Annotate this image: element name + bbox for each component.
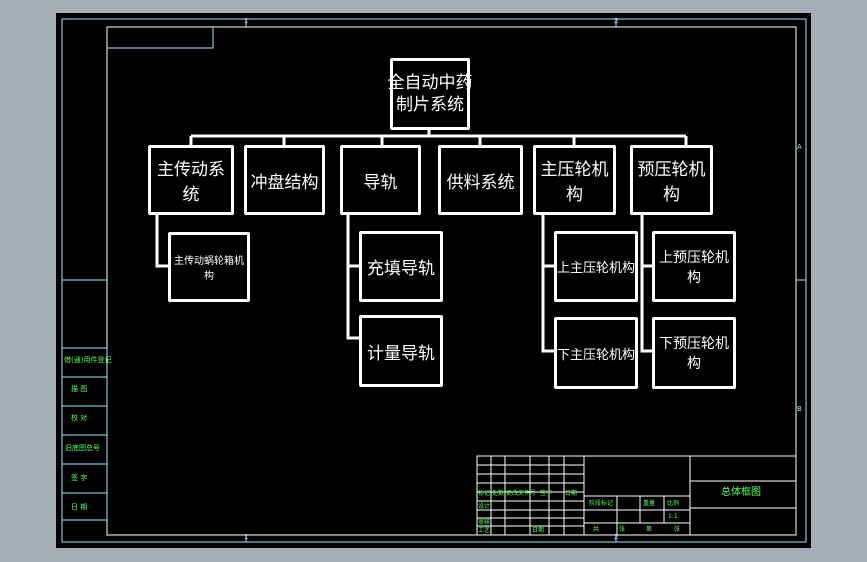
- rev-header-mark: 标记: [478, 490, 491, 497]
- frame-lines: [61, 18, 807, 543]
- node-upper-main-press: 上主压轮机构: [554, 231, 638, 302]
- node-worm-gearbox: 主传动蜗轮箱机构: [168, 232, 250, 302]
- rev-header-sign: 签字: [540, 490, 553, 497]
- side-label-sign: 签 字: [71, 474, 88, 482]
- node-upper-pre-press: 上预压轮机构: [652, 231, 736, 302]
- zone-bottom-2: 2: [614, 533, 619, 541]
- side-label-date: 日 期: [71, 503, 88, 511]
- zone-right-b: B: [797, 405, 802, 413]
- drawing-sheet: 1 2 1 2 A B 全自动中药 制片系统 主传动系统 冲盘结构 导轨 供料系…: [56, 13, 811, 548]
- zone-top-2: 2: [614, 17, 619, 25]
- node-main-press: 主压轮机构: [533, 145, 616, 215]
- zone-bottom-1: 1: [244, 533, 249, 541]
- scale-value: 1:1: [668, 513, 678, 520]
- node-metering-rail: 计量导轨: [359, 315, 443, 387]
- side-label-borrowed: 借(通)用件登记: [64, 356, 112, 364]
- zone-right-a: A: [797, 143, 802, 151]
- rev-header-date: 日期: [565, 490, 578, 497]
- role-design: 设计: [478, 503, 491, 510]
- info-scale: 比例: [667, 500, 680, 507]
- info-stage-mark: 阶段标记: [589, 500, 614, 507]
- node-pre-press: 预压轮机构: [630, 145, 713, 215]
- role-process: 工艺: [478, 527, 491, 534]
- side-label-trace: 描 图: [71, 385, 88, 393]
- node-main-drive: 主传动系统: [148, 145, 234, 215]
- sheet-index-prefix: 第: [646, 526, 653, 533]
- side-label-old-drawing: 旧底图总号: [65, 444, 100, 452]
- drawing-title: 总体框图: [721, 487, 761, 498]
- rev-header-count: 处数: [492, 490, 505, 497]
- root-node: 全自动中药 制片系统: [388, 58, 473, 130]
- rev-header-doc: 更改文件号: [506, 490, 537, 497]
- node-punch-plate: 冲盘结构: [244, 145, 325, 215]
- role-date: 日期: [532, 527, 545, 534]
- node-feeding: 供料系统: [438, 145, 523, 215]
- node-lower-pre-press: 下预压轮机构: [652, 317, 736, 389]
- role-review: 审核: [478, 519, 491, 526]
- node-rail: 导轨: [340, 145, 421, 215]
- sheet-total-prefix: 共: [593, 526, 600, 533]
- node-lower-main-press: 下主压轮机构: [554, 317, 638, 389]
- zone-top-1: 1: [244, 17, 249, 25]
- sheet-index-suffix: 张: [674, 526, 681, 533]
- sheet-total-suffix: 张: [619, 526, 626, 533]
- node-fill-rail: 充填导轨: [359, 231, 443, 302]
- side-label-check: 校 对: [71, 414, 88, 422]
- info-weight: 重量: [643, 500, 656, 507]
